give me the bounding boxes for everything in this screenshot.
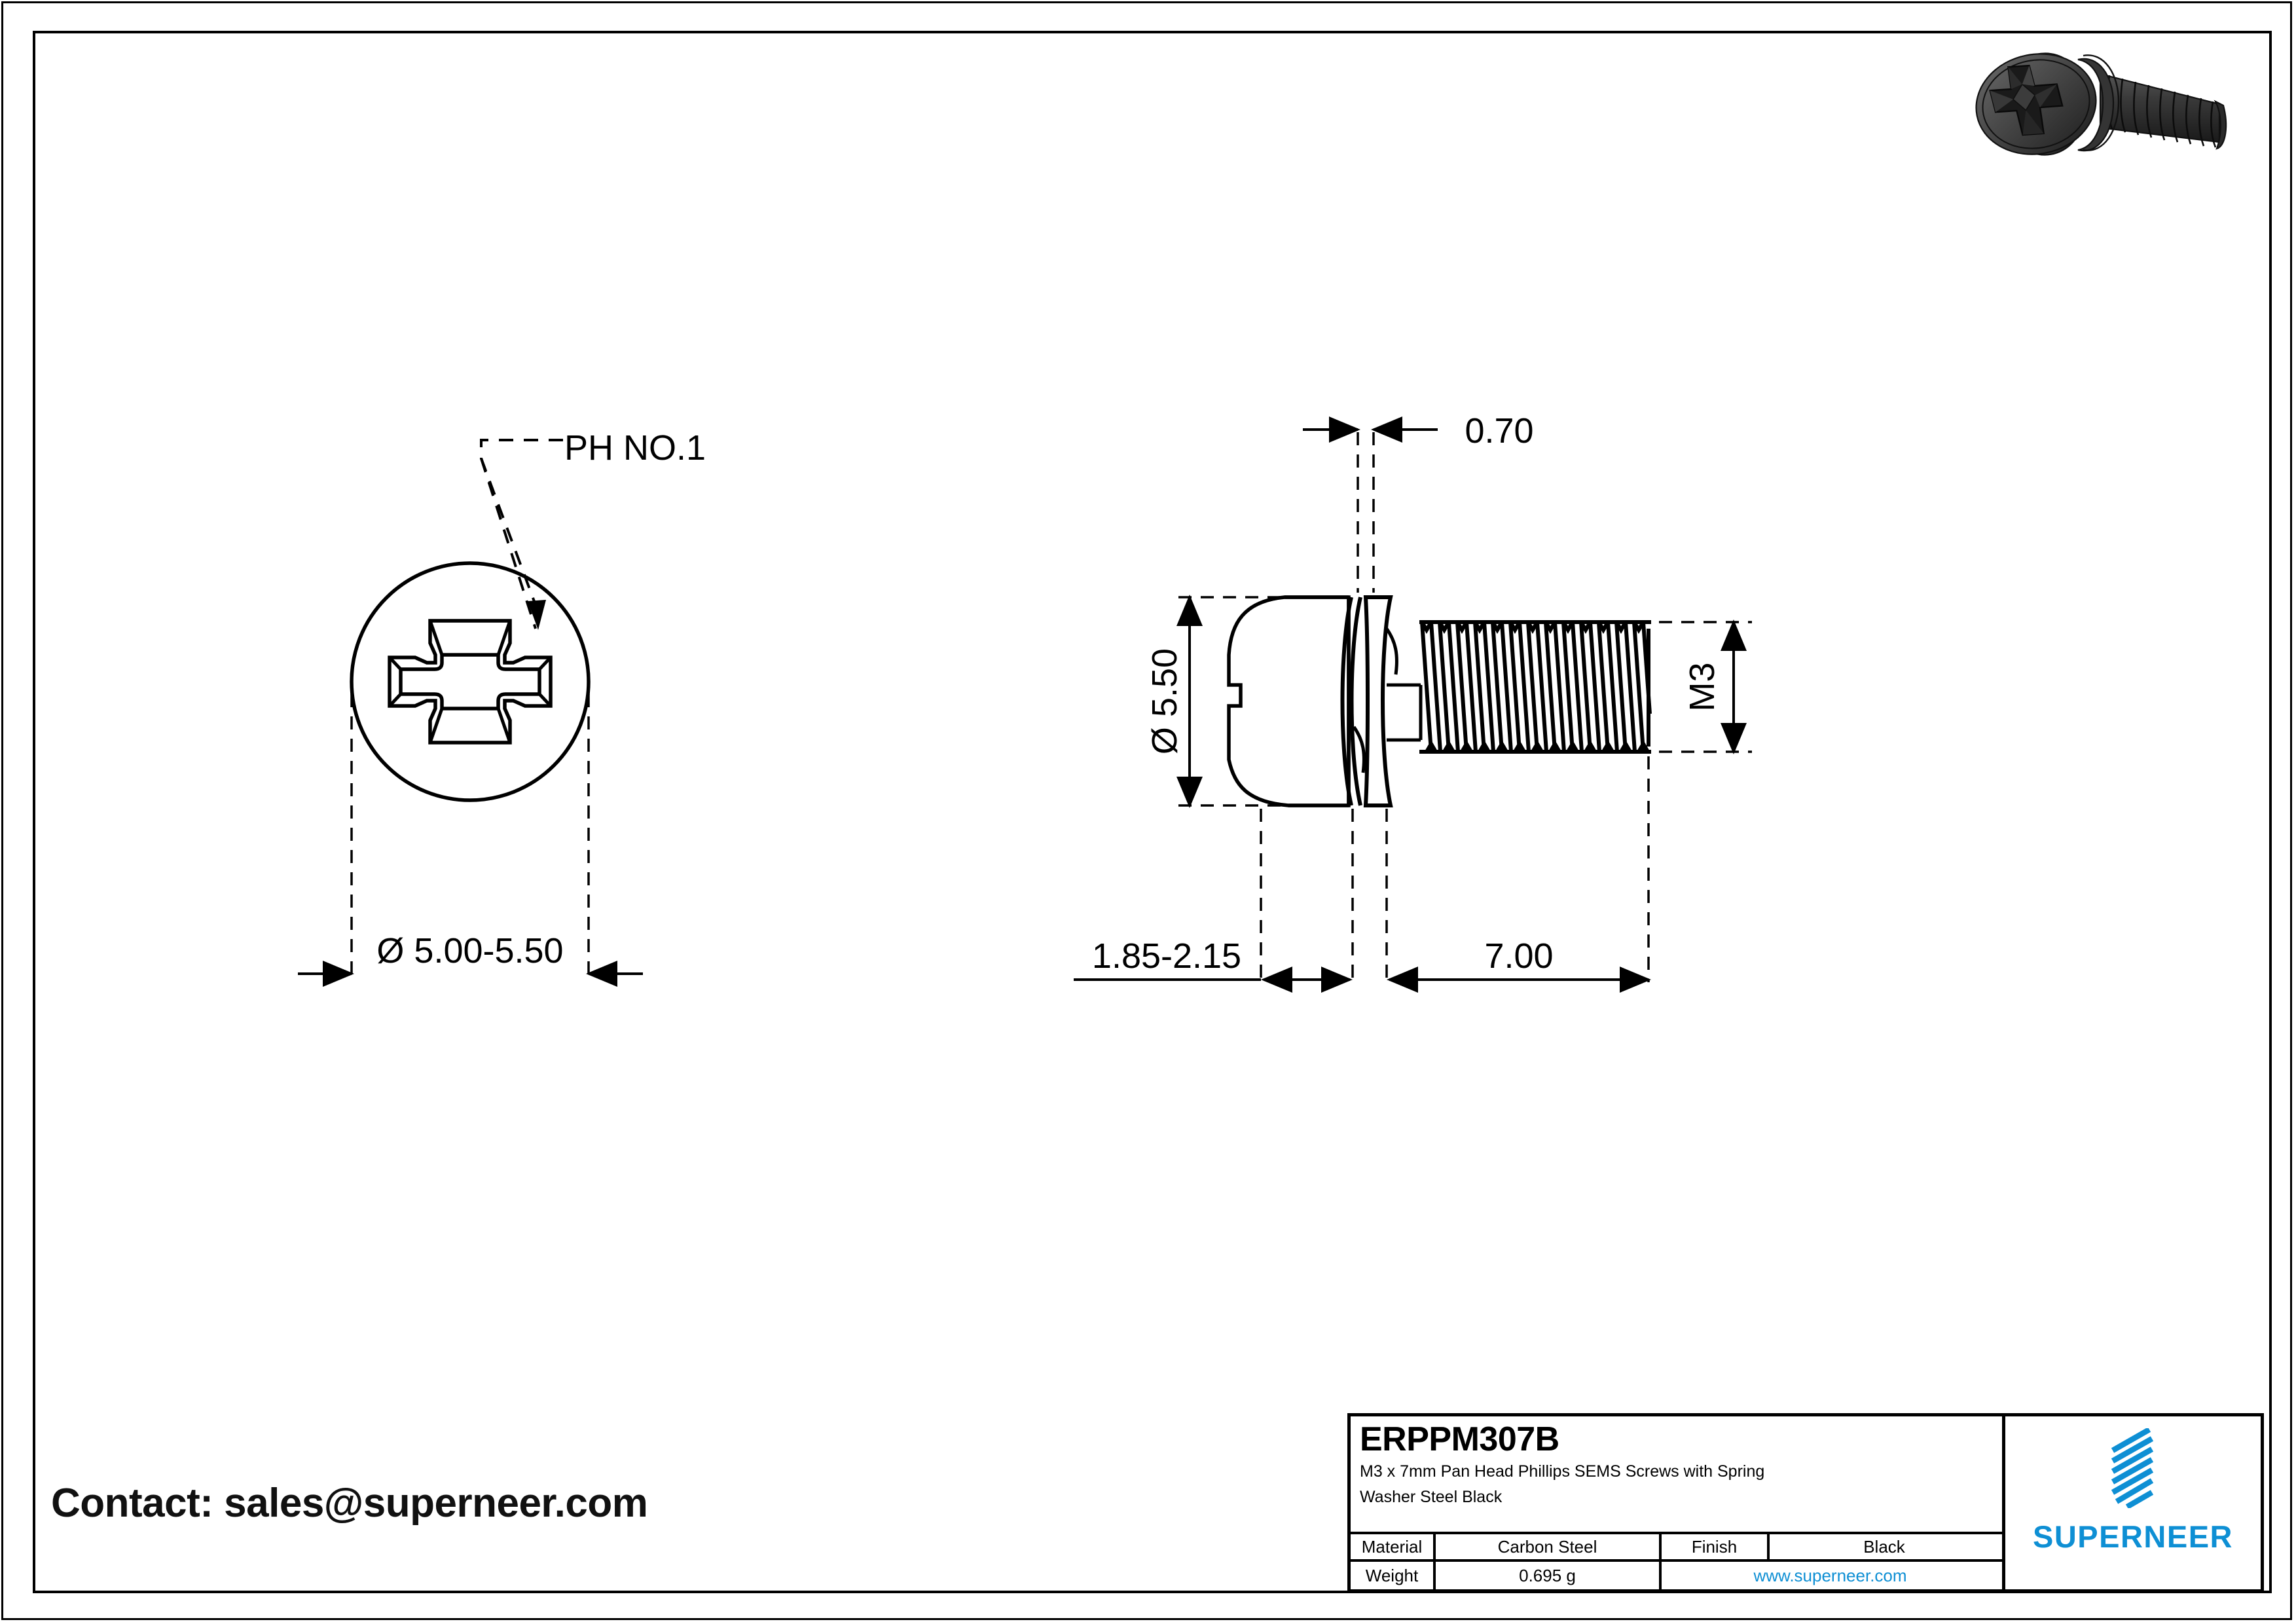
brand-wordmark: SUPERNEER xyxy=(2032,1519,2233,1554)
title-block-row-material: Material Carbon Steel Finish Black xyxy=(1351,1534,2002,1562)
description-line-2: Washer Steel Black xyxy=(1360,1488,1503,1507)
title-block-left: ERPPM307B M3 x 7mm Pan Head Phillips SEM… xyxy=(1351,1416,2005,1589)
render-washer-collar xyxy=(2077,58,2115,152)
description-line-1: M3 x 7mm Pan Head Phillips SEMS Screws w… xyxy=(1360,1462,1765,1481)
title-block-row-weight: Weight 0.695 g www.superneer.com xyxy=(1351,1562,2002,1589)
superneer-logo-icon xyxy=(2111,1428,2154,1508)
title-block: ERPPM307B M3 x 7mm Pan Head Phillips SEM… xyxy=(1347,1413,2264,1593)
render-head-face-rim xyxy=(1982,59,2090,149)
finish-label: Finish xyxy=(1662,1534,1770,1559)
weight-label: Weight xyxy=(1351,1562,1436,1589)
render-thread-ridges xyxy=(2107,75,2217,148)
render-phillips-recess xyxy=(1989,64,2064,136)
contact-text: Contact: sales@superneer.com xyxy=(51,1481,648,1526)
screw-3d-render xyxy=(1975,52,2227,156)
render-washer-edge xyxy=(2083,54,2120,151)
sheet-inner-border xyxy=(33,31,2272,1593)
material-label: Material xyxy=(1351,1534,1436,1559)
weight-value: 0.695 g xyxy=(1436,1562,1662,1589)
part-number: ERPPM307B xyxy=(1360,1420,1559,1458)
website-link[interactable]: www.superneer.com xyxy=(1753,1565,1907,1585)
title-block-description: ERPPM307B M3 x 7mm Pan Head Phillips SEM… xyxy=(1351,1416,2002,1534)
material-value: Carbon Steel xyxy=(1436,1534,1662,1559)
render-shank-end xyxy=(2214,100,2227,150)
finish-value: Black xyxy=(1863,1536,1905,1557)
title-block-logo-cell: SUPERNEER xyxy=(2005,1416,2261,1589)
